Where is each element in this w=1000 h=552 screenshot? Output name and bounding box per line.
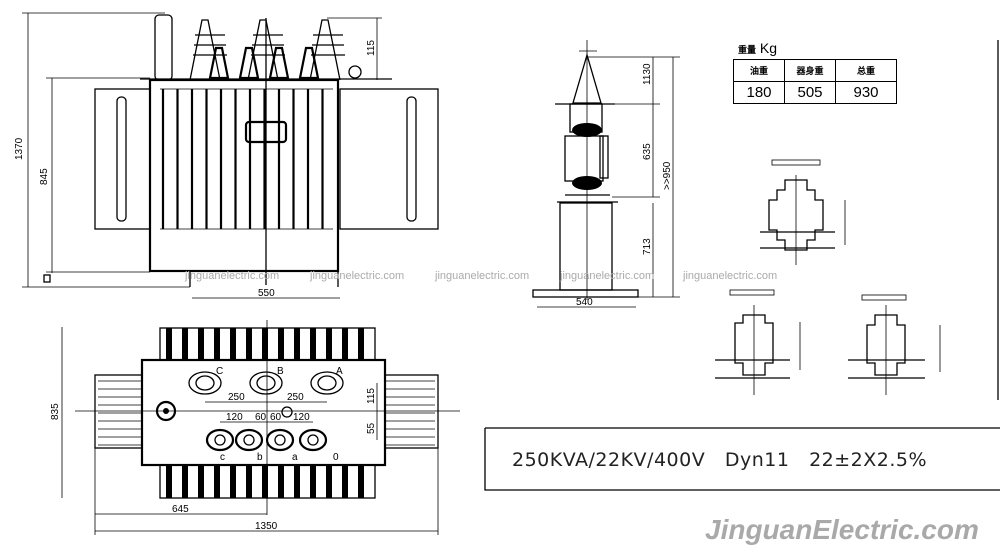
- value-oil-weight: 180: [733, 81, 785, 104]
- dim-offset-2: 55: [366, 422, 377, 434]
- radiator-fin: [166, 465, 172, 498]
- lv-label-b: b: [257, 452, 263, 463]
- radiator-fin: [262, 465, 268, 498]
- radiator-fin: [294, 328, 300, 360]
- lv-bushing-inner: [274, 434, 286, 446]
- radiator-fin: [310, 328, 316, 360]
- radiator-fin: [342, 328, 348, 360]
- lv-bushing: [298, 428, 328, 452]
- dim-depth: 835: [50, 403, 61, 420]
- hv-label-a: A: [336, 366, 343, 377]
- watermark-text: jinguanelectric.com: [434, 270, 529, 282]
- watermark-text: jinguanelectric.com: [309, 270, 404, 282]
- header-total-weight: 总重: [835, 59, 897, 82]
- lv-bushing: [265, 428, 295, 452]
- header-oil-weight: 油重: [733, 59, 785, 82]
- radiator-fin: [262, 328, 268, 360]
- hv-label-b: B: [277, 366, 284, 377]
- hv-bushing: [249, 371, 283, 395]
- radiator-fin: [230, 328, 236, 360]
- radiator-fin: [278, 328, 284, 360]
- value-body-weight: 505: [784, 81, 836, 104]
- radiator-fin: [310, 465, 316, 498]
- watermark-text: jinguanelectric.com: [559, 270, 654, 282]
- dim-total-length: 1350: [255, 521, 278, 532]
- spec-box: [484, 427, 1000, 491]
- value-total-weight: 930: [835, 81, 897, 104]
- lv-label-0: 0: [333, 452, 339, 463]
- radiator-fin: [326, 328, 332, 360]
- dim-lv-3: 60: [270, 412, 282, 423]
- dim-tank-height: 845: [39, 168, 50, 185]
- dim-hv-spacing-1: 250: [228, 392, 245, 403]
- radiator-fin: [166, 328, 172, 360]
- brand-watermark: JinguanElectric.com: [705, 514, 979, 545]
- hv-bushing-inner: [256, 375, 276, 391]
- watermark-row: jinguanelectric.com jinguanelectric.com …: [184, 270, 777, 282]
- radiator-fin: [278, 465, 284, 498]
- weight-table: 油重 器身重 总重 180 505 930: [733, 59, 897, 104]
- radiator-fin: [198, 465, 204, 498]
- radiator-fin: [214, 328, 220, 360]
- radiator-fin: [342, 465, 348, 498]
- hv-bushing-inner: [317, 375, 337, 391]
- hv-bushing: [188, 371, 222, 395]
- plan-view: C B A c b a 0 250 250 120 60 60 120 115 …: [50, 320, 460, 535]
- spec-tapping: 22±2X2.5%: [809, 449, 928, 471]
- side-view: 1130 635 >>950 713 540: [532, 40, 680, 308]
- lv-bushing-inner: [214, 434, 226, 446]
- radiator-fin: [358, 465, 364, 498]
- weight-table-title: 重量 Kg: [738, 40, 778, 56]
- radiator-fin: [198, 328, 204, 360]
- dim-side-total: >>950: [662, 161, 673, 190]
- hv-bushing-inner: [195, 375, 215, 391]
- dim-lv-1: 120: [226, 412, 243, 423]
- spec-line: 250KVA/22KV/400V Dyn11 22±2X2.5%: [512, 449, 927, 471]
- radiator-fin: [358, 328, 364, 360]
- dim-side-base: 713: [642, 238, 653, 255]
- hv-bushing: [310, 371, 344, 395]
- lv-label-a: a: [292, 452, 298, 463]
- radiator-fin: [326, 465, 332, 498]
- spec-rating: 250KVA/22KV/400V: [512, 449, 706, 471]
- lv-bushing: [205, 428, 235, 452]
- dim-lv-4: 120: [293, 412, 310, 423]
- header-body-weight: 器身重: [784, 59, 836, 82]
- radiator-fin: [230, 465, 236, 498]
- dim-hv-spacing-2: 250: [287, 392, 304, 403]
- dim-lv-2: 60: [255, 412, 267, 423]
- watermark-text: jinguanelectric.com: [184, 270, 279, 282]
- dim-side-top: 1130: [642, 63, 653, 85]
- lv-bushing: [234, 428, 264, 452]
- radiator-fin: [182, 465, 188, 498]
- dim-offset-1: 115: [366, 388, 377, 404]
- spec-vector-group: Dyn11: [724, 449, 790, 471]
- watermark-text: jinguanelectric.com: [682, 270, 777, 282]
- dim-side-middle: 635: [642, 143, 653, 160]
- radiator-fin: [182, 328, 188, 360]
- hv-label-c: C: [216, 366, 223, 377]
- dim-bushing-height: 115: [366, 40, 377, 56]
- terminal-details: [715, 159, 941, 395]
- dim-total-height: 1370: [14, 137, 25, 160]
- front-view: 1370 845 550 115: [14, 12, 439, 299]
- dim-base-width: 540: [576, 297, 593, 308]
- radiator-fin: [214, 465, 220, 498]
- radiator-fin: [294, 465, 300, 498]
- radiator-fin: [246, 465, 252, 498]
- radiator-fin: [246, 328, 252, 360]
- lv-bushing-inner: [307, 434, 319, 446]
- lv-bushing-inner: [243, 434, 255, 446]
- lv-label-c: c: [220, 452, 225, 463]
- dim-half-length: 645: [172, 504, 189, 515]
- dim-wheel-gauge: 550: [258, 288, 275, 299]
